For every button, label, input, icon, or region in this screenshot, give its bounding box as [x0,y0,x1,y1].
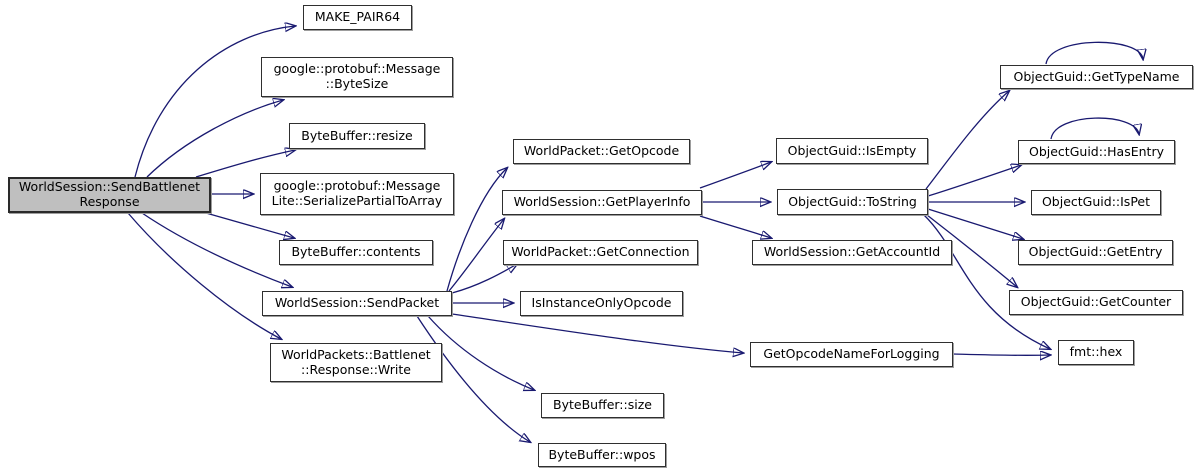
node-objectguid-isempty[interactable]: ObjectGuid::IsEmpty [776,138,928,164]
node-bytebuffer-resize[interactable]: ByteBuffer::resize [289,123,425,149]
node-isinstanceonlyopcode[interactable]: IsInstanceOnlyOpcode [520,291,683,316]
node-bytebuffer-contents[interactable]: ByteBuffer::contents [279,240,433,265]
edge-root-to-bytebuffer-resize [195,150,295,178]
edge-sendpacket-to-bytebuffer-wpos [416,315,530,442]
edge-tostring-to-fmt-hex [923,214,1050,349]
edge-tostring-to-getentry [927,208,1023,239]
edge-root-to-message-bytesize [146,100,283,178]
node-sendbattlenetresponse: WorldSession::SendBattlenet Response [8,177,211,213]
edge-root-to-make-pair64 [134,26,295,178]
edge-getopcodenameforlogging-to-fmt-hex [952,354,1050,355]
node-objectguid-getcounter[interactable]: ObjectGuid::GetCounter [1009,290,1183,315]
node-make-pair64[interactable]: MAKE_PAIR64 [303,5,412,30]
node-battlenet-response-write[interactable]: WorldPackets::Battlenet ::Response::Writ… [270,343,442,382]
edge-tostring-to-hasentry [927,165,1021,197]
node-worldsession-sendpacket[interactable]: WorldSession::SendPacket [262,291,452,316]
node-worldpacket-getconnection[interactable]: WorldPacket::GetConnection [503,240,698,265]
node-objectguid-tostring[interactable]: ObjectGuid::ToString [777,189,928,215]
node-objectguid-gettypename[interactable]: ObjectGuid::GetTypeName [1000,65,1193,89]
edge-root-to-sendpacket [141,212,292,287]
node-bytebuffer-size[interactable]: ByteBuffer::size [541,393,664,418]
edge-sendpacket-to-getopcode [446,168,507,292]
node-worldsession-getaccountid[interactable]: WorldSession::GetAccountId [752,240,952,265]
node-objectguid-ispet[interactable]: ObjectGuid::IsPet [1031,190,1161,215]
edge-sendpacket-to-getconnection [451,264,517,294]
edge-tostring-to-getcounter [926,214,1017,287]
edge-getplayerinfo-to-getaccountid [699,215,771,238]
node-objectguid-getentry[interactable]: ObjectGuid::GetEntry [1018,240,1173,265]
node-message-bytesize[interactable]: google::protobuf::Message ::ByteSize [261,57,453,97]
edge-hasentry-self-loop [1050,117,1139,140]
edge-tostring-to-gettypename [925,91,1009,190]
edge-sendpacket-to-getopcodenameforlogging [451,313,743,353]
node-fmt-hex[interactable]: fmt::hex [1058,340,1134,365]
node-bytebuffer-wpos[interactable]: ByteBuffer::wpos [538,443,666,467]
node-getopcodenameforlogging[interactable]: GetOpcodeNameForLogging [750,342,953,367]
edge-sendpacket-to-bytebuffer-size [427,315,534,390]
node-objectguid-hasentry[interactable]: ObjectGuid::HasEntry [1018,140,1175,164]
node-worldpacket-getopcode[interactable]: WorldPacket::GetOpcode [513,139,690,164]
node-messagelite-serializepartialtoarray[interactable]: google::protobuf::Message Lite::Serializ… [260,173,454,215]
edge-getplayerinfo-to-isempty [699,162,771,189]
edge-root-to-bytebuffer-contents [205,212,294,238]
edge-gettypename-self-loop [1045,41,1143,65]
edge-sendpacket-to-getplayerinfo [448,219,504,292]
node-worldsession-getplayerinfo[interactable]: WorldSession::GetPlayerInfo [502,190,702,215]
edge-root-to-response-write [127,212,281,339]
